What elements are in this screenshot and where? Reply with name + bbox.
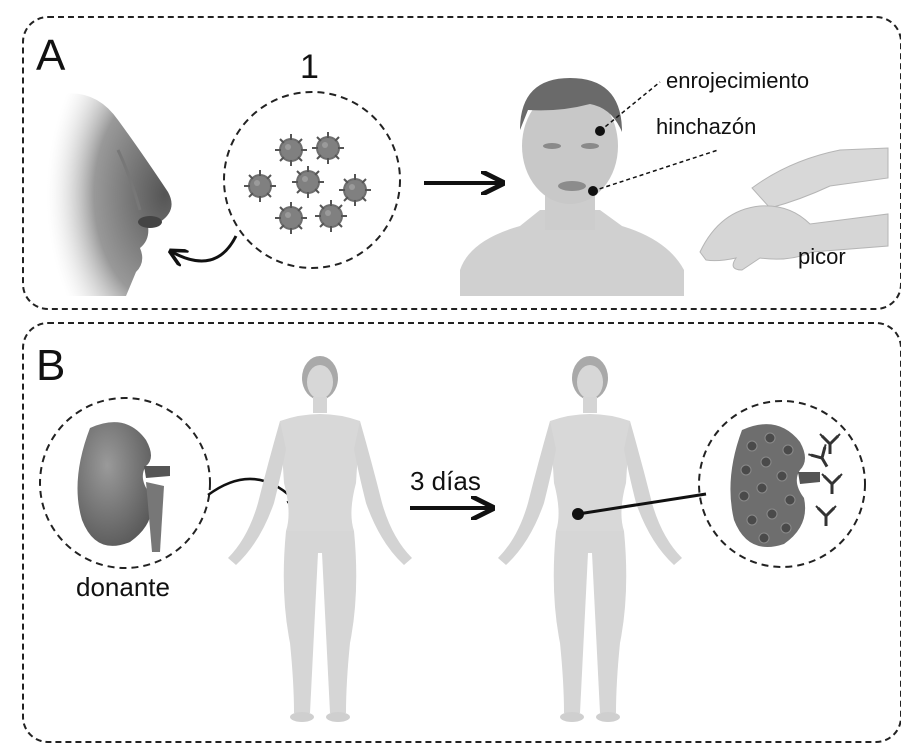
panel-a-letter: A	[36, 31, 66, 80]
recipient-body-before	[228, 356, 412, 722]
kidney-callout-line	[577, 492, 707, 516]
pollen-circle	[223, 91, 401, 269]
step-number: 1	[300, 48, 319, 86]
hands-illustration	[699, 147, 889, 271]
rejected-kidney-circle	[698, 400, 866, 568]
panel-b-letter: B	[36, 341, 66, 390]
itch-label: picor	[798, 244, 846, 269]
time-label: 3 días	[410, 466, 481, 496]
recipient-body-after	[498, 356, 682, 722]
redness-leader	[599, 81, 661, 132]
swelling-leader	[592, 149, 719, 192]
donor-label: donante	[76, 572, 170, 602]
swelling-label: hinchazón	[656, 114, 757, 139]
face-illustration	[460, 78, 684, 296]
inhale-arrow	[172, 235, 238, 261]
nose-profile	[40, 93, 172, 296]
donor-kidney-circle	[39, 397, 211, 569]
redness-label: enrojecimiento	[666, 68, 810, 93]
